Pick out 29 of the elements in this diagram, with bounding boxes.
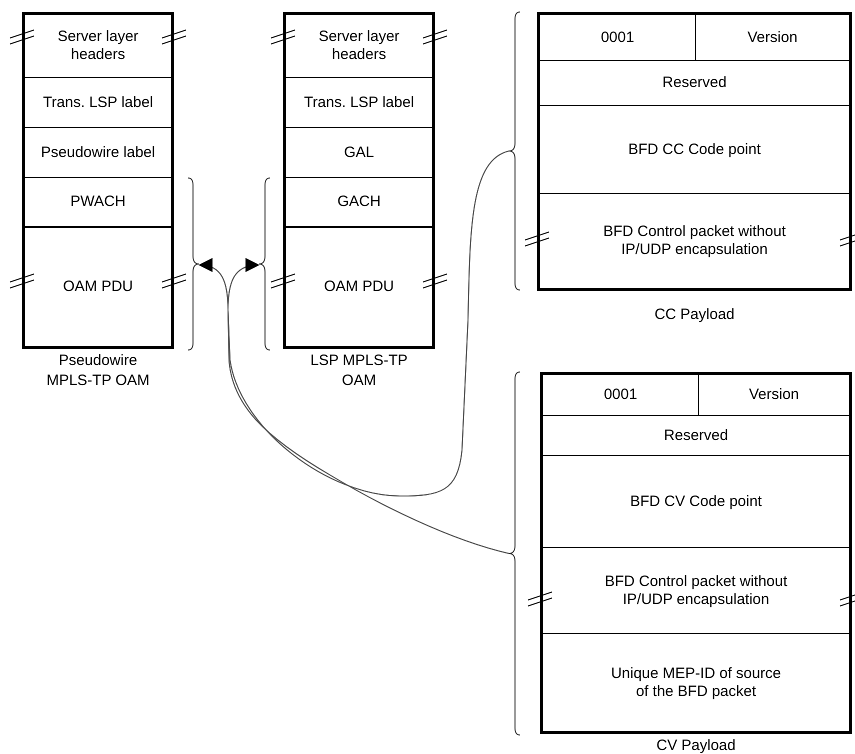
field-cell: PWACH: [25, 177, 171, 226]
node-label: CV Payload: [655, 736, 737, 754]
field-cell: BFD Control packet without IP/UDP encapsulation: [540, 193, 849, 288]
field-cell: OAM PDU: [25, 226, 171, 346]
field-cell: GAL: [286, 127, 432, 177]
field-cell: BFD CC Code point: [540, 105, 849, 193]
field-cell: GACH: [286, 177, 432, 226]
field-cell: Reserved: [540, 60, 849, 105]
field-cell: BFD Control packet without IP/UDP encapsulation: [543, 547, 849, 633]
field-cell: Server layer headers: [25, 15, 171, 77]
field-cell: Pseudowire label: [25, 127, 171, 177]
field-cell: Trans. LSP label: [286, 77, 432, 127]
field-cell: Reserved: [543, 415, 849, 455]
field-cell: Server layer headers: [286, 15, 432, 77]
node-label: Pseudowire MPLS-TP OAM: [45, 351, 151, 390]
field-cell: 0001: [540, 15, 695, 60]
frame-box: [22, 12, 174, 349]
node-label: LSP MPLS-TP OAM: [309, 351, 409, 390]
frame-box: [537, 12, 852, 291]
node-label: CC Payload: [653, 305, 736, 324]
frame-box: [540, 372, 852, 734]
field-cell: Trans. LSP label: [25, 77, 171, 127]
field-cell: Unique MEP-ID of source of the BFD packet: [543, 633, 849, 731]
field-cell: 0001: [543, 375, 698, 415]
field-cell: BFD CV Code point: [543, 455, 849, 547]
field-cell: Version: [698, 375, 849, 415]
field-cell: Version: [695, 15, 849, 60]
frame-box: [283, 12, 435, 349]
field-cell: OAM PDU: [286, 226, 432, 346]
